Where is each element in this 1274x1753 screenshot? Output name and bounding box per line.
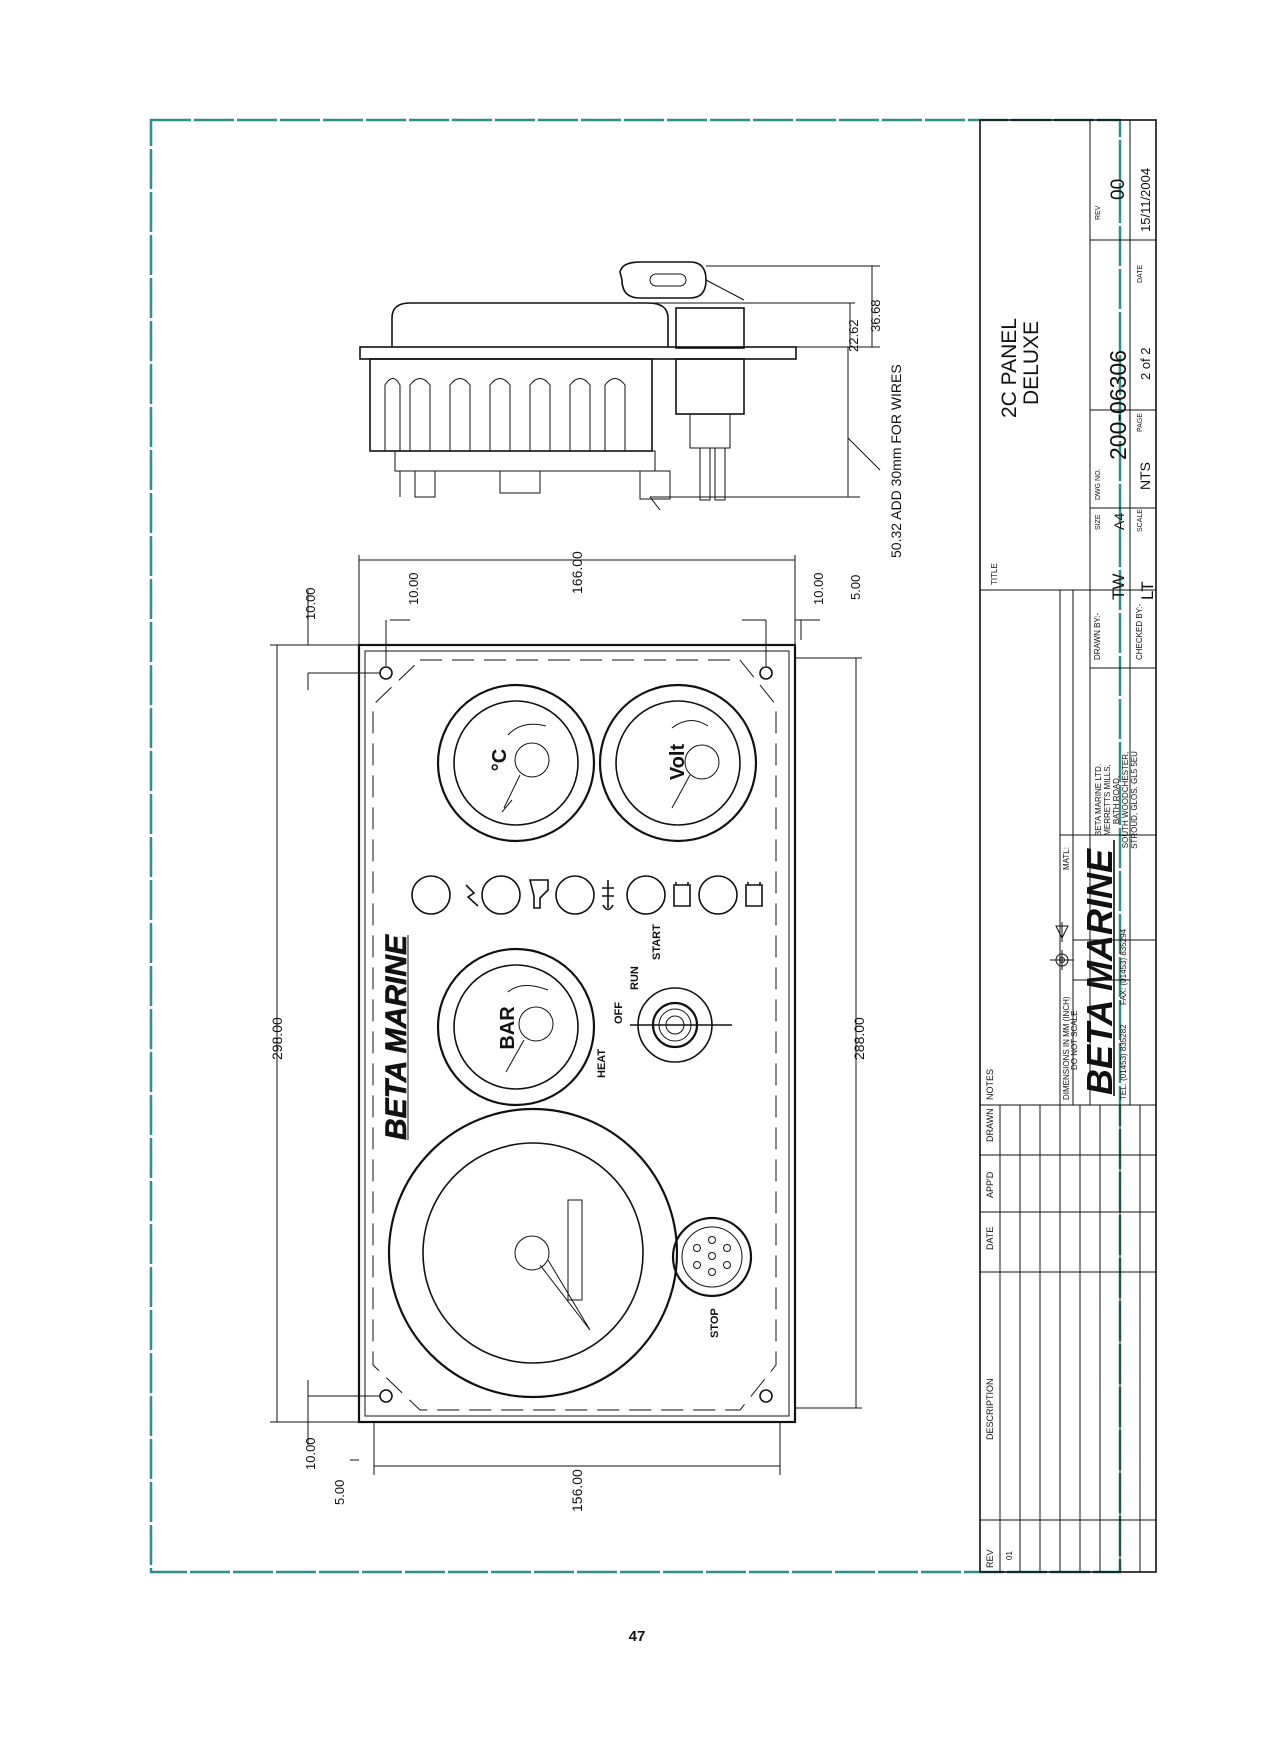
drawing-frame <box>149 118 1122 1574</box>
key-off-label: OFF <box>613 1002 625 1024</box>
key-run-label: RUN <box>629 966 641 990</box>
oil-pressure-gauge: BAR <box>436 947 596 1107</box>
voltmeter-gauge-label: Volt <box>667 744 689 781</box>
drawing-title-line2: DELUXE <box>1020 321 1043 405</box>
units-note-line1: DIMENSIONS IN MM (INCH) <box>1062 996 1071 1100</box>
dimension-overall-height: 298.00 <box>269 1017 285 1060</box>
drawn-by-value: TW <box>1109 574 1128 600</box>
dimension-edge-margin-a: 5.00 <box>848 575 863 600</box>
tachometer <box>387 1107 679 1399</box>
dwg-no-label: DWG NO. <box>1095 468 1102 500</box>
scale-label: SCALE <box>1137 509 1144 532</box>
front-dimensions: 166.00 156.00 298.00 288.00 10.00 10.00 <box>269 551 867 1512</box>
side-view: 22.62 36.68 50.32 ADD 30mm FOR WIRES <box>359 261 904 558</box>
warning-lamps <box>411 875 763 915</box>
page-label: PAGE <box>1137 413 1144 432</box>
drawn-header: DRAWN <box>985 1108 995 1142</box>
stop-button-label: STOP <box>709 1308 721 1338</box>
charge-warning-icon <box>465 884 479 907</box>
dimension-edge-margin-b: 5.00 <box>332 1480 347 1505</box>
dimension-hole-offset-a: 10.00 <box>303 587 318 620</box>
dimension-hole-pitch-height: 288.00 <box>851 1017 867 1060</box>
side-depth-a: 22.62 <box>846 319 861 352</box>
dwg-no-value: 200-06306 <box>1105 350 1131 460</box>
mounting-hole-bottom-left <box>379 1389 393 1403</box>
company-address-line5: STROUD, GLOS. GL5 5EU <box>1130 751 1139 849</box>
temperature-warning-icon <box>602 880 614 911</box>
dimension-hole-offset-b: 10.00 <box>406 572 421 605</box>
checked-by-label: CHECKED BY:- <box>1135 603 1144 660</box>
warning-lamp-1 <box>411 875 451 915</box>
temperature-gauge: °C <box>436 683 596 843</box>
warning-lamp-5 <box>698 875 738 915</box>
company-address-line2: MERRETTS MILLS, <box>1103 764 1112 836</box>
temperature-gauge-label: °C <box>489 749 511 771</box>
side-depth-wires: 50.32 ADD 30mm FOR WIRES <box>888 364 904 558</box>
key-heat-label: HEAT <box>596 1049 608 1078</box>
side-depth-b: 36.68 <box>868 299 883 332</box>
front-panel: °C Volt BETA MARINE <box>269 551 867 1512</box>
warning-lamp-4 <box>626 875 666 915</box>
dimension-hole-offset-d: 10.00 <box>303 1437 318 1470</box>
matl-label: MATL: <box>1062 847 1071 870</box>
rev-row-value: 01 <box>1005 1551 1014 1560</box>
date-header: DATE <box>985 1227 995 1250</box>
company-phone: TEL: (01453) 835282 <box>1119 1024 1128 1100</box>
warning-lamp-2 <box>481 875 521 915</box>
units-note-line2: DO NOT SCALE <box>1070 1011 1079 1070</box>
voltmeter-gauge: Volt <box>598 683 758 843</box>
mounting-hole-top-right <box>759 666 773 680</box>
date-value: 15/11/2004 <box>1138 168 1153 232</box>
mounting-hole-bottom-right <box>759 1389 773 1403</box>
rev-header: REV <box>985 1549 995 1568</box>
page-value: 2 of 2 <box>1138 347 1153 380</box>
oil-pressure-icon <box>528 879 549 909</box>
title-label: TITLE <box>990 563 999 585</box>
page-number: 47 <box>628 1628 646 1645</box>
mounting-hole-top-left <box>379 666 393 680</box>
battery-icon-1 <box>673 882 691 907</box>
title-block: REV DESCRIPTION DATE APP'D DRAWN NOTES 0… <box>979 119 1157 1573</box>
dimension-overall-width: 166.00 <box>569 551 585 594</box>
key-switch: HEAT OFF RUN START <box>596 924 732 1078</box>
dimension-hole-pitch-width: 156.00 <box>569 1469 585 1512</box>
company-address-line1: BETA MARINE LTD. <box>1094 764 1103 836</box>
description-header: DESCRIPTION <box>985 1378 995 1440</box>
rev-label: REV <box>1095 205 1102 220</box>
company-fax: FAX: (01453) 835294 <box>1119 928 1128 1005</box>
drawing-title-line1: 2C PANEL <box>998 318 1021 418</box>
checked-by-value: LT <box>1138 581 1157 600</box>
key-start-label: START <box>651 924 663 960</box>
company-logo: BETA MARINE <box>1079 848 1120 1095</box>
company-address-line4: SOUTH WOODCHESTER, <box>1121 752 1130 848</box>
oil-pressure-gauge-label: BAR <box>497 1006 519 1050</box>
date-label: DATE <box>1137 265 1144 283</box>
appd-header: APP'D <box>985 1171 995 1198</box>
scale-value: NTS <box>1137 462 1153 490</box>
notes-header: NOTES <box>985 1069 995 1100</box>
battery-icon-2 <box>745 882 763 907</box>
company-address-line3: BATH ROAD, <box>1112 776 1121 824</box>
projection-symbol <box>1050 922 1074 970</box>
warning-lamp-3 <box>555 875 595 915</box>
dimension-hole-offset-c: 10.00 <box>811 572 826 605</box>
stop-button: STOP <box>671 1216 753 1338</box>
rev-value: 00 <box>1108 179 1129 200</box>
drawn-by-label: DRAWN BY:- <box>1093 612 1102 660</box>
size-value: A4 <box>1111 513 1127 530</box>
size-label: SIZE <box>1095 514 1102 530</box>
